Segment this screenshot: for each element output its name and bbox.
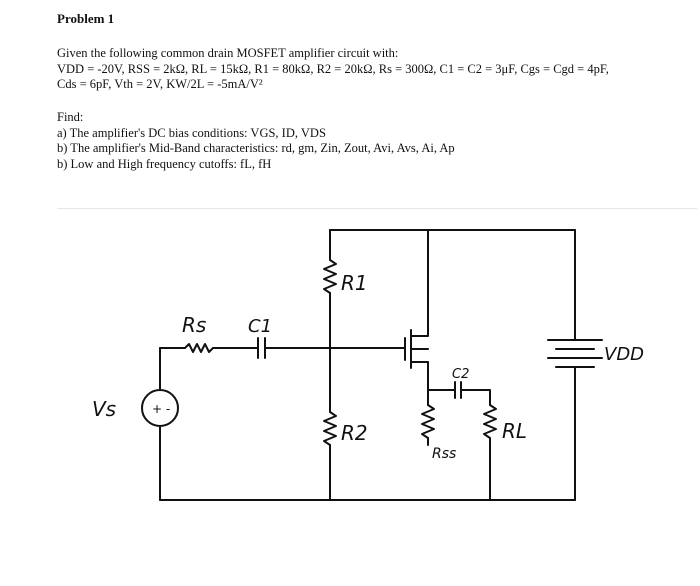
vs-label: Vs — [92, 397, 116, 421]
find-item-c: b) Low and High frequency cutoffs: fL, f… — [57, 156, 272, 171]
circuit-diagram: R1 R2 Rs C1 C2 Rss RL VDD Vs + - — [92, 229, 644, 501]
mosfet-source — [410, 361, 429, 406]
c2-label: C2 — [452, 367, 469, 382]
r2-resistor — [323, 411, 337, 446]
r1-label: R1 — [341, 271, 368, 295]
c2-right-wire — [460, 389, 491, 406]
find-item-a: a) The amplifier's DC bias conditions: V… — [57, 125, 326, 140]
problem-title: Problem 1 — [57, 11, 115, 26]
given-intro: Given the following common drain MOSFET … — [57, 46, 399, 60]
find-item-b: b) The amplifier's Mid-Band characterist… — [57, 141, 455, 155]
vdd-battery — [547, 339, 603, 368]
find-section: Find: a) The amplifier's DC bias conditi… — [57, 110, 455, 172]
mosfet-drain — [410, 229, 429, 337]
find-label: Find: — [57, 110, 84, 124]
r1-resistor — [323, 259, 337, 294]
rl-label: RL — [502, 419, 527, 443]
c1-label: C1 — [248, 316, 272, 337]
source-polarity-label: + - — [152, 402, 170, 416]
rss-resistor — [421, 404, 435, 439]
divider — [57, 208, 697, 209]
rs-label: Rs — [182, 313, 206, 337]
given-line-2: Cds = 6pF, Vth = 2V, KW/2L = -5mA/V² — [57, 77, 263, 91]
rl-resistor — [483, 404, 497, 439]
c1-capacitor — [257, 337, 266, 359]
given-section: Given the following common drain MOSFET … — [57, 46, 609, 93]
rs-resistor — [184, 343, 214, 353]
rss-label: Rss — [432, 446, 456, 462]
vdd-label: VDD — [604, 344, 644, 365]
given-line-1: VDD = -20V, RSS = 2kΩ, RL = 15kΩ, R1 = 8… — [57, 61, 609, 76]
r2-label: R2 — [341, 421, 368, 445]
